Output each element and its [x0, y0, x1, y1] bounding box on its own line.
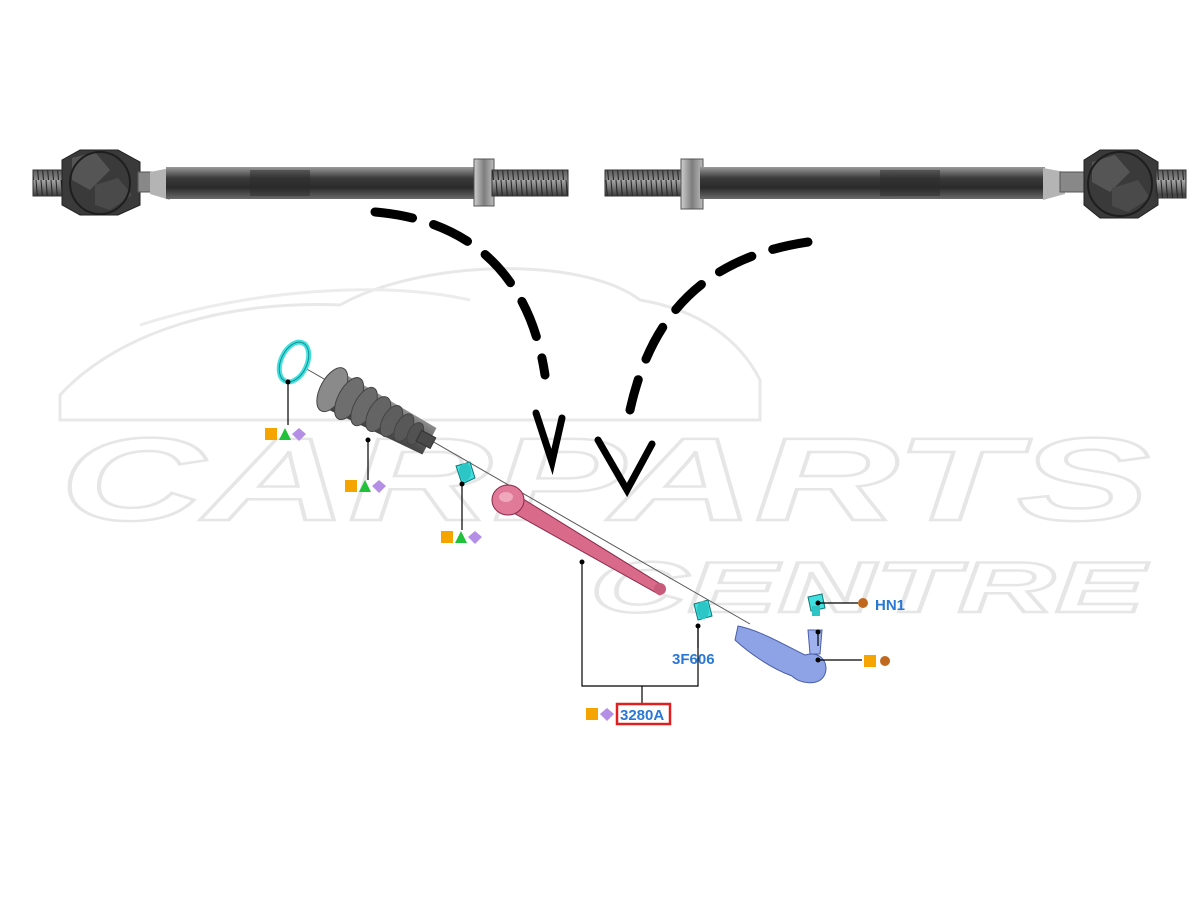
watermark-car-outline [58, 267, 762, 422]
diamond-icon [292, 428, 306, 441]
triangle-icon [279, 428, 291, 440]
watermark-line1: CARPARTS [60, 414, 1150, 546]
inner-tie-rod-photo-right [604, 149, 1187, 219]
inner-tie-rod [491, 484, 666, 596]
outer-tie-rod-end [734, 625, 827, 684]
boot-clip [455, 461, 476, 485]
watermark-line2: CENTRE [590, 548, 1149, 628]
dashed-arrow-left [370, 207, 566, 476]
circle-icon [858, 598, 868, 608]
leader-dots [285, 379, 821, 663]
triangle-icon [359, 480, 371, 492]
callout-3280a-highlight [615, 702, 672, 726]
leader-lines [287, 382, 862, 703]
symbols-3280a [586, 708, 614, 721]
steering-rack-boot [316, 367, 437, 455]
symbols-hn1 [858, 598, 868, 608]
callout-hn1[interactable]: HN1 [875, 597, 905, 614]
square-icon [345, 480, 357, 492]
jam-nut [693, 599, 713, 621]
diamond-icon [372, 480, 386, 493]
diamond-icon [468, 531, 482, 544]
exploded-assembly: HN1 3F606 3280A [265, 339, 905, 726]
square-icon [864, 655, 876, 667]
inner-tie-rod-photo-left [32, 149, 569, 216]
circle-icon [880, 656, 890, 666]
diamond-icon [600, 708, 614, 721]
triangle-icon [455, 531, 467, 543]
symbols-ring [265, 428, 306, 441]
symbols-clip [441, 531, 482, 544]
square-icon [586, 708, 598, 720]
square-icon [265, 428, 277, 440]
dashed-arrow-right [594, 237, 813, 498]
boot-clamp-ring [276, 339, 312, 385]
square-icon [441, 531, 453, 543]
symbols-tie-rod-end [864, 655, 890, 667]
watermark: CARPARTS CENTRE [58, 267, 1151, 629]
symbols-boot [345, 480, 386, 493]
callout-3f606[interactable]: 3F606 [672, 651, 715, 668]
callout-3280a[interactable]: 3280A [620, 707, 664, 724]
